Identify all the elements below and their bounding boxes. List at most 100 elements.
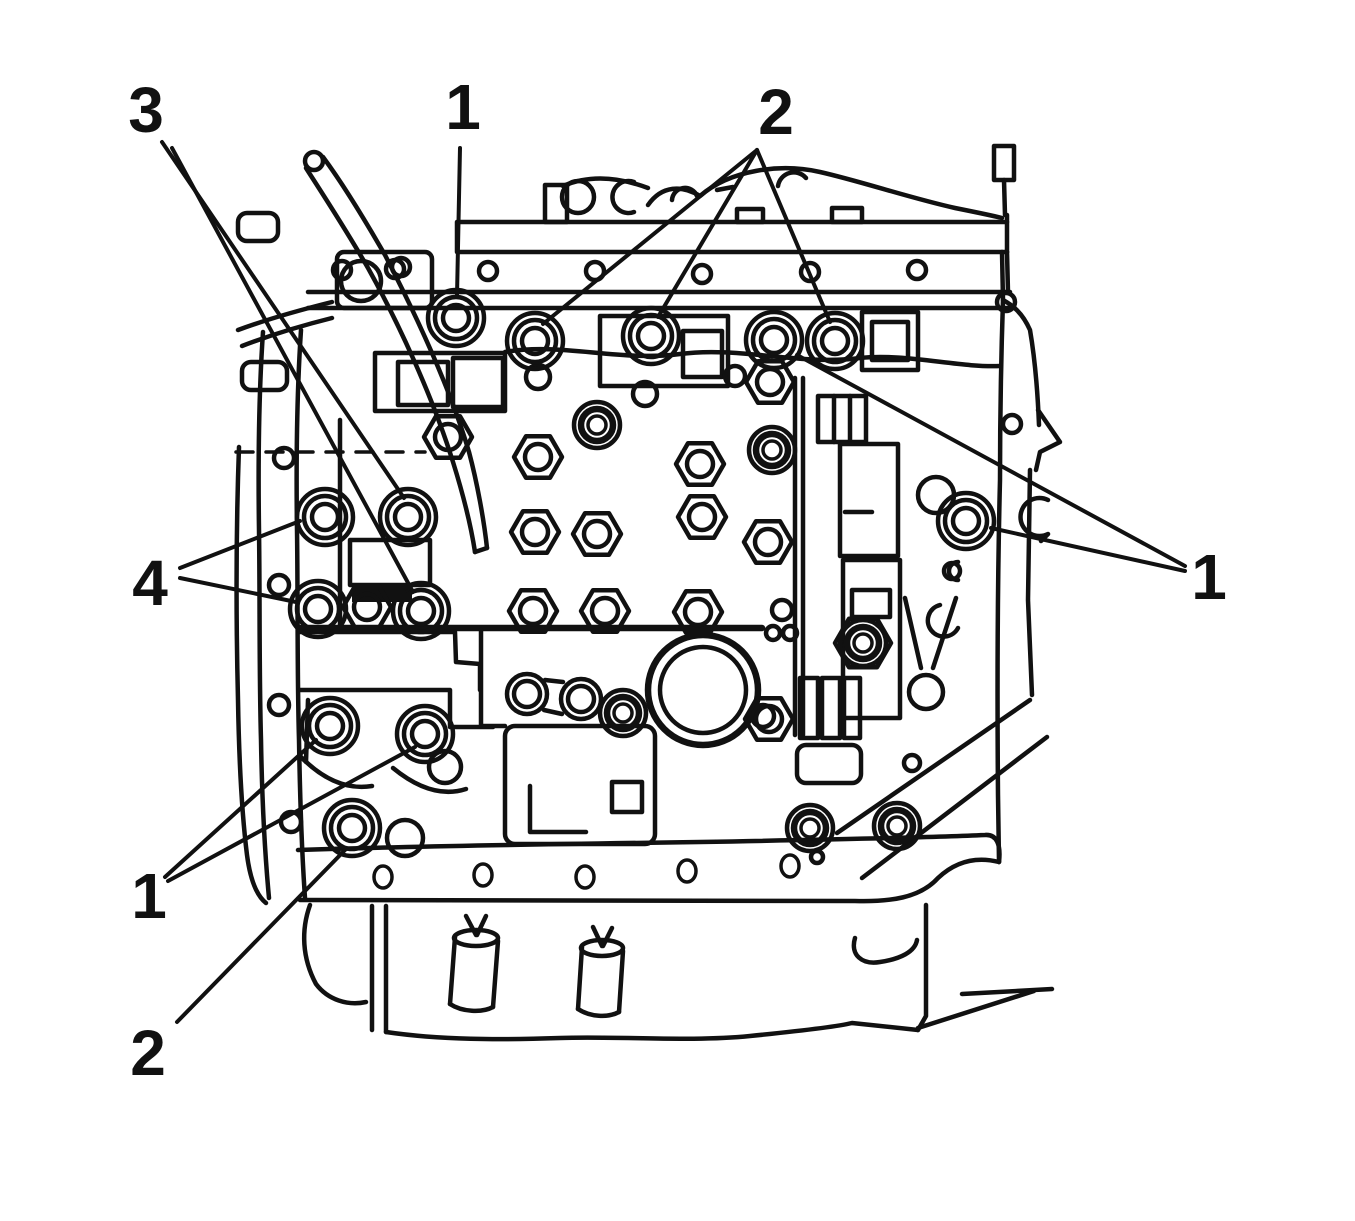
hole (1000, 412, 1024, 436)
callout-label-1: 1 (445, 71, 481, 143)
bottom-casting (297, 697, 1055, 1042)
ring-bolt-center (761, 439, 783, 461)
hex-bolt (511, 433, 565, 481)
ring-bolt-ring (877, 806, 917, 846)
left-flange (234, 210, 427, 906)
hex-bolt-center (754, 366, 786, 398)
leader-line-callout-3 (170, 146, 415, 594)
leader-line-callout-1 (163, 738, 318, 879)
hex-bolt-center (522, 441, 554, 473)
hole (905, 258, 929, 282)
callout-bolt (743, 309, 805, 371)
callout-bolt-center (819, 325, 851, 357)
hex-bolt-center (351, 591, 383, 623)
callout-bolt (299, 695, 361, 757)
rim-hole (372, 864, 394, 890)
hole (763, 623, 783, 643)
hex-bolt-center (432, 421, 464, 453)
hole (476, 259, 500, 283)
hole (266, 692, 292, 718)
callout-bolt-center (405, 595, 437, 627)
hex-bolt (673, 440, 727, 488)
filter-opening (644, 631, 762, 749)
hole-layer (266, 255, 1024, 890)
callout-bolt (377, 486, 439, 548)
hex-bolt (506, 587, 560, 635)
ring-bolt (871, 800, 923, 852)
hex-bolt-center (589, 595, 621, 627)
callout-bolt (504, 310, 566, 372)
hole (780, 623, 800, 643)
callout-bolt-ring (750, 316, 798, 364)
callout-bolt-ring (811, 317, 859, 365)
hex-bolt-center (753, 703, 785, 735)
ring-bolt-center (852, 632, 874, 654)
callout-bolt-center (409, 718, 441, 750)
callout-bolt (321, 797, 383, 859)
callout-bolt (935, 490, 997, 552)
callout-bolt (390, 580, 452, 642)
callout-bolt-ring (294, 585, 342, 633)
ring-bolt (837, 617, 889, 669)
hole (798, 260, 822, 284)
callout-bolt-center (440, 302, 472, 334)
callout-bolt-center (336, 812, 368, 844)
hex-bolt (508, 508, 562, 556)
ring-bolt-ring (577, 405, 617, 445)
callout-bolt-ring (301, 493, 349, 541)
ring-bolt-ring (790, 808, 830, 848)
callout-bolt-center (635, 320, 667, 352)
hex-bolt-center (682, 596, 714, 628)
callout-bolt-center (392, 501, 424, 533)
right-assembly (792, 375, 1051, 881)
callout-bolt-ring (942, 497, 990, 545)
callout-bolt-ring (328, 804, 376, 852)
hex-bolt-center (519, 516, 551, 548)
hex-bolt (742, 695, 796, 743)
callout-bolt-ring (627, 312, 675, 360)
callout-bolt-center (950, 505, 982, 537)
hole (941, 560, 963, 582)
callout-label-1: 1 (131, 860, 167, 932)
hole (690, 262, 714, 286)
leader-line-callout-4 (178, 576, 298, 604)
hole (906, 672, 946, 712)
leader-line-callout-1 (795, 353, 1187, 568)
hole (384, 817, 426, 859)
hex-bolt-center (686, 501, 718, 533)
hole (722, 363, 748, 389)
leader-line-layer (160, 140, 1187, 1024)
leader-line-callout-2 (541, 148, 759, 326)
callout-bolt (620, 305, 682, 367)
ring-bolt-center (586, 414, 608, 436)
callout-bolt-center (758, 324, 790, 356)
leader-line-callout-1 (989, 526, 1187, 573)
hole (271, 445, 297, 471)
lower-plate (502, 723, 658, 847)
valve-body (296, 309, 921, 730)
callout-label-1: 1 (1191, 541, 1227, 613)
callout-label-2: 2 (130, 1017, 166, 1089)
callout-label-4: 4 (132, 547, 168, 619)
hole (769, 597, 795, 623)
ring-bolt (746, 424, 798, 476)
hex-bolt (671, 588, 725, 636)
callout-bolt (287, 578, 349, 640)
hex-bolt (578, 587, 632, 635)
ring-bolt-ring (603, 693, 643, 733)
callout-bolt-ring (306, 702, 354, 750)
rim-hole (779, 853, 801, 879)
rim-hole (472, 862, 494, 888)
callout-bolt-ring (384, 493, 432, 541)
leader-line-callout-2 (656, 148, 759, 319)
ring-bolt-center (799, 817, 821, 839)
ring-bolt (571, 399, 623, 451)
ring-bolt-ring (752, 430, 792, 470)
rim-hole (676, 858, 698, 884)
hole (389, 255, 413, 279)
hex-bolt (340, 583, 394, 631)
callout-bolt-ring (397, 587, 445, 635)
